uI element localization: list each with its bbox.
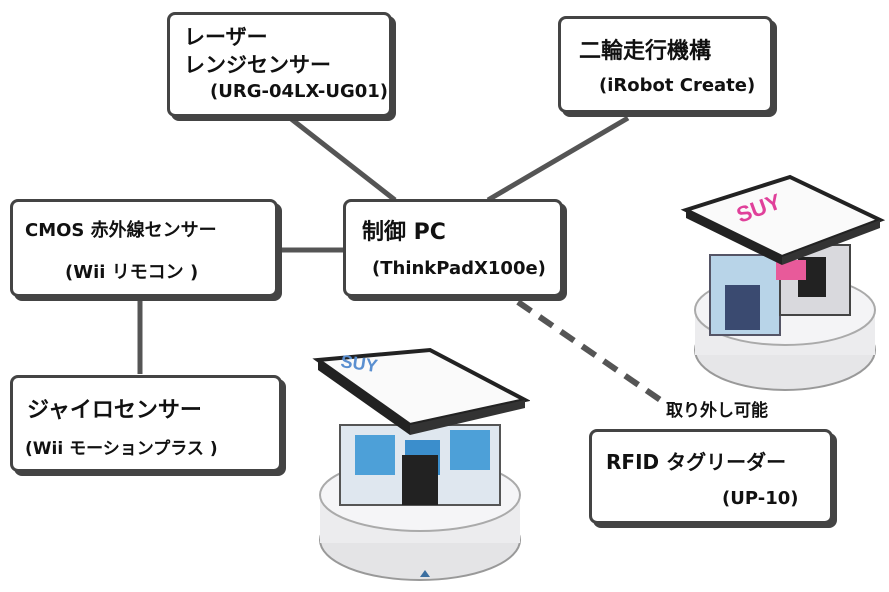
drive-title: 二輪走行機構 [579, 39, 712, 64]
line-laser-pc [288, 116, 397, 202]
laser-title-line1: レーザー [184, 25, 268, 49]
cmos-model: (Wii リモコン ) [65, 262, 199, 283]
rfid-title: RFID タグリーダー [606, 450, 787, 474]
laser-model: (URG-04LX-UG01) [210, 81, 389, 102]
pc-model: (ThinkPadX100e) [372, 258, 546, 279]
robot-photo-center: SUY [312, 347, 530, 581]
drive-model: (iRobot Create) [599, 75, 756, 96]
rfid-reader-box: RFID タグリーダー (UP-10) [589, 429, 833, 524]
removable-label: 取り外し可能 [664, 396, 770, 421]
laser-sensor-box: レーザー レンジセンサー (URG-04LX-UG01) [167, 12, 392, 117]
gyro-sensor-box: ジャイロセンサー (Wii モーションプラス ) [10, 375, 282, 472]
rfid-model: (UP-10) [722, 488, 799, 509]
pc-title: 制御 PC [362, 220, 446, 245]
cmos-sensor-box: CMOS 赤外線センサー (Wii リモコン ) [10, 199, 278, 297]
line-drive-pc [486, 115, 630, 203]
line-pc-rfid-removable [516, 299, 674, 411]
cmos-title: CMOS 赤外線センサー [25, 220, 217, 241]
laser-title-line2: レンジセンサー [184, 53, 331, 77]
gyro-model: (Wii モーションプラス ) [25, 439, 218, 459]
control-pc-box: 制御 PC (ThinkPadX100e) [343, 199, 563, 297]
drive-mechanism-box: 二輪走行機構 (iRobot Create) [558, 16, 773, 113]
robot-photo-top-right: SUY [680, 174, 885, 391]
gyro-title: ジャイロセンサー [27, 398, 202, 423]
